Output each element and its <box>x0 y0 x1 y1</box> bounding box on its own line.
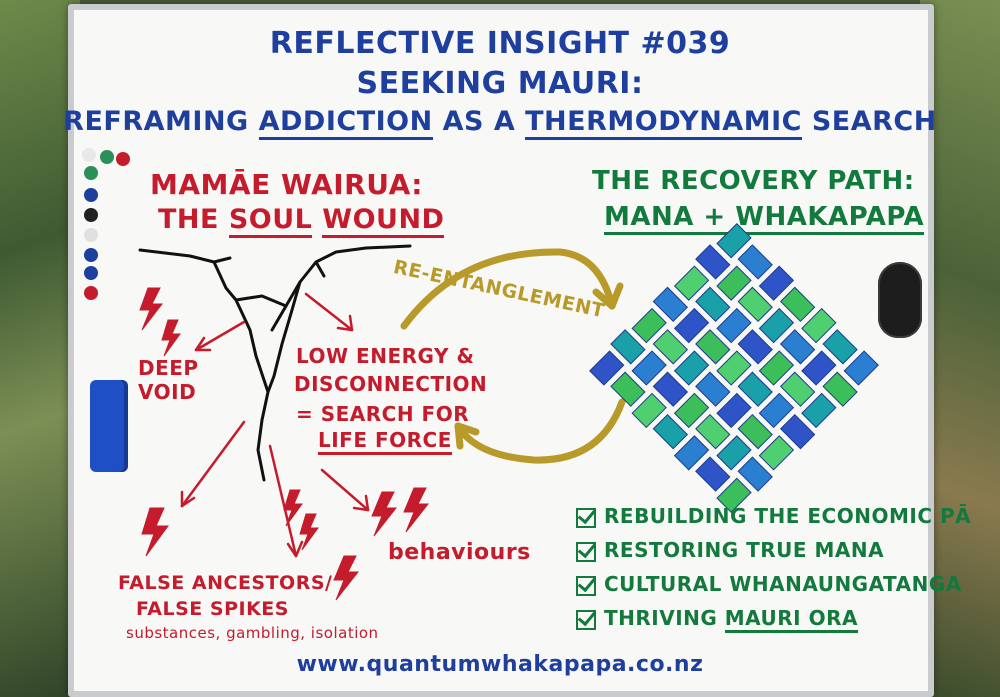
weave-strand <box>779 371 816 407</box>
weave-strand <box>716 435 752 471</box>
title-line1: REFLECTIVE INSIGHT #039 <box>269 26 731 61</box>
false-ancestors-line1: FALSE ANCESTORS/ <box>118 572 333 594</box>
weave-strand <box>716 265 752 301</box>
false-ancestors-line3: substances, gambling, isolation <box>126 624 379 642</box>
checklist-item: RESTORING TRUE MANA <box>576 538 971 572</box>
weave-strand <box>779 329 816 365</box>
weave-strand <box>758 392 795 429</box>
checkbox-icon <box>576 575 596 596</box>
weave-strand <box>673 435 710 471</box>
weave-strand <box>822 371 858 407</box>
checkbox-icon <box>576 609 596 630</box>
weave-strand <box>673 392 710 429</box>
weave-strand <box>716 350 752 386</box>
magnet <box>84 228 98 242</box>
weave-strand <box>695 371 731 407</box>
weave-strand <box>695 456 731 492</box>
weave-strand <box>737 244 773 280</box>
weave-strand <box>737 329 773 365</box>
weave-strand <box>758 435 795 471</box>
weave-strand <box>610 329 646 365</box>
woven-pattern-icon <box>589 223 879 513</box>
weave-strand <box>695 329 731 365</box>
magnet <box>84 166 98 180</box>
title-line2: SEEKING MAURI: <box>356 66 644 101</box>
weave-strand <box>779 413 816 450</box>
recovery-path-heading1: THE RECOVERY PATH: <box>592 166 915 196</box>
checkbox-icon <box>576 507 596 528</box>
magnet <box>84 248 98 262</box>
weave-strand <box>737 286 773 323</box>
weave-strand <box>737 456 773 492</box>
weave-strand <box>631 392 667 429</box>
weave-strand <box>673 307 710 344</box>
deep-void-label-2: VOID <box>138 380 197 404</box>
magnet <box>84 208 98 222</box>
title-line3: REFRAMING ADDICTION AS A THERMODYNAMIC S… <box>0 106 1000 140</box>
weave-strand <box>652 413 689 450</box>
weave-strand <box>716 392 752 429</box>
mouse <box>878 262 922 338</box>
weave-strand <box>631 350 667 386</box>
magnet <box>82 148 96 162</box>
weave-strand <box>695 244 731 280</box>
weave-strand <box>652 371 689 407</box>
magnet <box>84 266 98 280</box>
checklist-item: REBUILDING THE ECONOMIC PĀ <box>576 504 971 538</box>
weave-strand <box>801 392 837 429</box>
low-energy-line2: DISCONNECTION <box>294 372 488 396</box>
eraser <box>90 380 128 472</box>
weave-strand <box>610 371 646 407</box>
checkbox-icon <box>576 541 596 562</box>
weave-strand <box>695 413 731 450</box>
soul-wound-crack <box>138 244 412 482</box>
weave-strand <box>758 307 795 344</box>
footer-url[interactable]: www.quantumwhakapapa.co.nz <box>296 652 704 677</box>
weave-strand <box>801 307 837 344</box>
magnet <box>84 286 98 300</box>
weave-strand <box>779 286 816 323</box>
low-energy-line1: LOW ENERGY & <box>296 344 475 368</box>
weave-strand <box>695 286 731 323</box>
weave-strand <box>673 350 710 386</box>
false-ancestors-line2: FALSE SPIKES <box>136 598 289 620</box>
weave-strand <box>737 371 773 407</box>
magnet <box>84 188 98 202</box>
checklist-item: CULTURAL WHANAUNGATANGA <box>576 572 971 606</box>
soul-wound-heading2: THE SOUL WOUND <box>158 204 445 238</box>
weave-strand <box>758 265 795 301</box>
weave-strand <box>716 223 752 259</box>
soul-wound-heading1: MAMĀE WAIRUA: <box>150 168 423 201</box>
deep-void-label-1: DEEP <box>138 356 199 380</box>
weave-strand <box>716 307 752 344</box>
low-energy-line3: = SEARCH FOR <box>296 402 470 426</box>
weave-strand <box>758 350 795 386</box>
weave-strand <box>673 265 710 301</box>
weave-strand <box>631 307 667 344</box>
magnet <box>100 150 114 164</box>
magnet <box>116 152 130 166</box>
weave-strand <box>652 286 689 323</box>
weave-strand <box>801 350 837 386</box>
weave-strand <box>589 350 625 386</box>
red-arrows <box>180 292 370 558</box>
low-energy-line4: LIFE FORCE <box>318 428 452 455</box>
weave-strand <box>716 477 752 513</box>
checklist-item: THRIVING MAURI ORA <box>576 606 971 640</box>
curtain-left <box>0 0 80 697</box>
weave-strand <box>737 413 773 450</box>
recovery-checklist: REBUILDING THE ECONOMIC PĀ RESTORING TRU… <box>576 504 971 640</box>
lightning-bolts <box>139 287 430 601</box>
weave-strand <box>822 329 858 365</box>
weave-strand <box>843 350 879 386</box>
recovery-path-heading2: MANA + WHAKAPAPA <box>604 202 925 235</box>
behaviours-label: behaviours <box>388 540 531 565</box>
re-entanglement-arrows <box>400 248 626 464</box>
weave-strand <box>652 329 689 365</box>
